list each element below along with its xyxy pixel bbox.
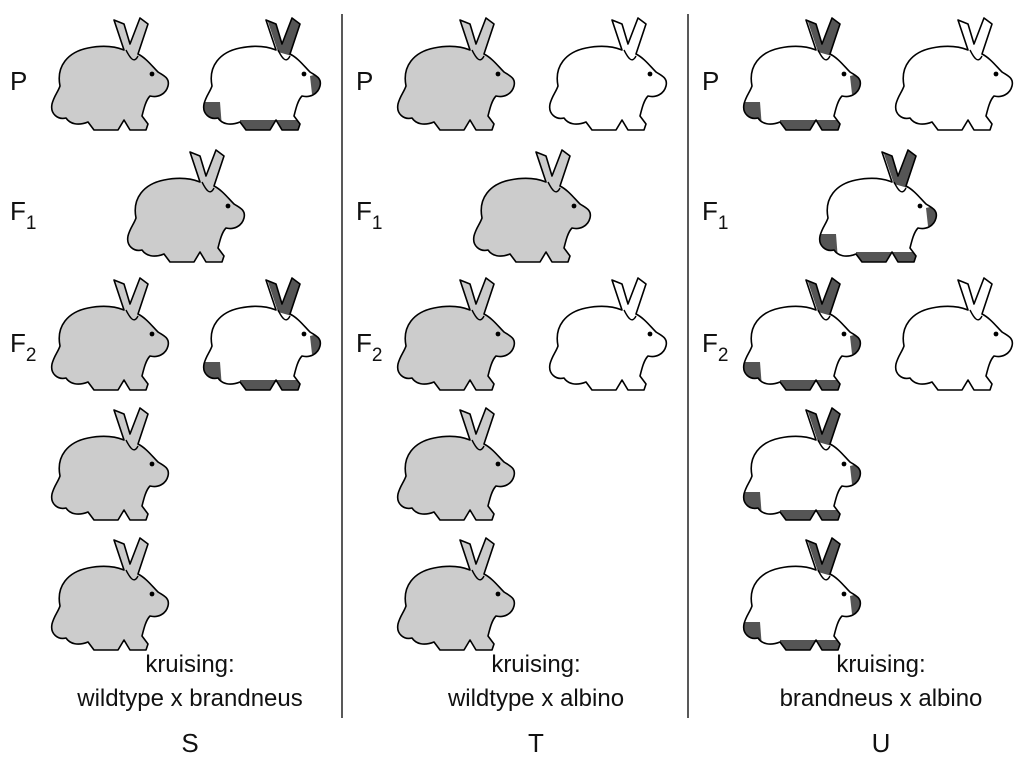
cross-desc-u: brandneus x albino <box>780 685 983 712</box>
brandneus-rabbit <box>740 406 866 524</box>
eye-dot <box>994 72 999 77</box>
eye-dot <box>648 332 653 337</box>
cross-desc-t: wildtype x albino <box>447 685 624 712</box>
albino-rabbit <box>896 278 1013 390</box>
panel-t-labels: P F1 F2 <box>356 66 382 366</box>
panel-s-labels: P F1 F2 <box>10 66 36 366</box>
eye-dot <box>150 592 155 597</box>
label-f2: F2 <box>356 328 382 366</box>
brandneus-rabbit <box>740 276 866 394</box>
wildtype-rabbit <box>474 150 591 262</box>
brandneus-rabbit <box>200 276 326 394</box>
label-p: P <box>356 66 373 96</box>
eye-dot <box>150 332 155 337</box>
label-f2: F2 <box>702 328 728 366</box>
panel-letter-s: S <box>181 728 198 758</box>
albino-rabbit <box>896 18 1013 130</box>
eye-dot <box>150 462 155 467</box>
brandneus-rabbit <box>740 536 866 654</box>
eye-dot <box>496 332 501 337</box>
wildtype-rabbit <box>52 18 169 130</box>
eye-dot <box>496 72 501 77</box>
cross-label-u: kruising: <box>836 651 925 678</box>
brandneus-rabbit <box>740 16 866 134</box>
brandneus-rabbit <box>816 148 942 266</box>
eye-dot <box>226 204 231 209</box>
wildtype-rabbit <box>398 408 515 520</box>
panel-letter-u: U <box>872 728 891 758</box>
label-f1: F1 <box>702 196 728 234</box>
eye-dot <box>496 592 501 597</box>
albino-rabbit <box>550 18 667 130</box>
brandneus-rabbit <box>200 16 326 134</box>
eye-dot <box>496 462 501 467</box>
wildtype-rabbit <box>398 538 515 650</box>
wildtype-rabbit <box>52 278 169 390</box>
eye-dot <box>302 332 307 337</box>
eye-dot <box>572 204 577 209</box>
eye-dot <box>918 204 923 209</box>
eye-dot <box>302 72 307 77</box>
eye-dot <box>648 72 653 77</box>
eye-dot <box>842 72 847 77</box>
eye-dot <box>842 332 847 337</box>
wildtype-rabbit <box>398 278 515 390</box>
panel-letter-t: T <box>528 728 544 758</box>
eye-dot <box>842 592 847 597</box>
wildtype-rabbit <box>398 18 515 130</box>
wildtype-rabbit <box>128 150 245 262</box>
rabbits-layer <box>52 16 1013 654</box>
label-p: P <box>702 66 719 96</box>
label-p: P <box>10 66 27 96</box>
cross-label-t: kruising: <box>491 651 580 678</box>
panel-u-labels: P F1 F2 <box>702 66 728 366</box>
label-f2: F2 <box>10 328 36 366</box>
eye-dot <box>150 72 155 77</box>
cross-desc-s: wildtype x brandneus <box>76 685 302 712</box>
cross-label-s: kruising: <box>145 651 234 678</box>
eye-dot <box>994 332 999 337</box>
albino-rabbit <box>550 278 667 390</box>
wildtype-rabbit <box>52 538 169 650</box>
label-f1: F1 <box>356 196 382 234</box>
wildtype-rabbit <box>52 408 169 520</box>
label-f1: F1 <box>10 196 36 234</box>
eye-dot <box>842 462 847 467</box>
